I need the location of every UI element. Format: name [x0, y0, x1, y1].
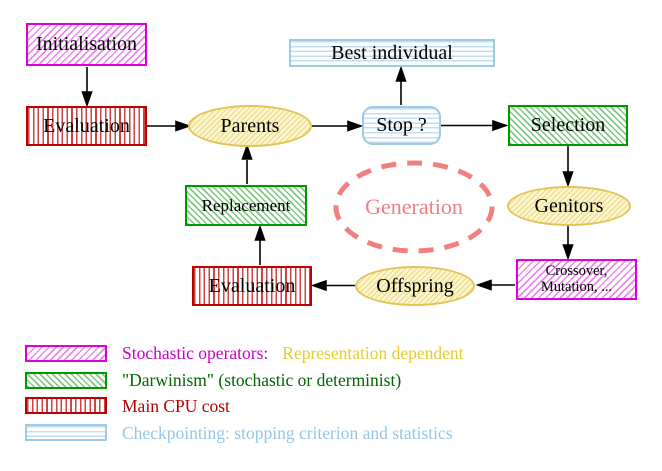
- crossover-line1: Crossover,: [545, 263, 608, 280]
- legend-swatch-stochastic-operators: [25, 345, 107, 362]
- arrow-replacement-to-parents: [241, 143, 253, 184]
- arrow-stop-to-selection: [441, 119, 509, 132]
- arrow-crossover-to-offspring: [475, 279, 515, 291]
- legend-label-darwinism: "Darwinism" (stochastic or determinist): [122, 369, 402, 390]
- node-replacement: Replacement: [185, 185, 307, 226]
- arrow-evaluation-to-parents: [147, 120, 192, 132]
- node-evaluation-top: Evaluation: [26, 106, 147, 146]
- crossover-line2: Mutation, ...: [540, 278, 613, 295]
- node-evaluation-bottom: Evaluation: [192, 266, 312, 306]
- node-genitors: Genitors: [507, 186, 631, 226]
- arrow-offspring-to-evaluation: [310, 279, 355, 292]
- legend-label-representation-dependent: Representation dependent: [282, 342, 464, 363]
- node-crossover-mutation: Crossover, Mutation, ...: [516, 259, 637, 300]
- legend-label-checkpointing: Checkpointing: stopping criterion and st…: [122, 422, 453, 443]
- node-initialisation: Initialisation: [26, 23, 147, 66]
- legend-label-main-cpu-cost: Main CPU cost: [122, 395, 230, 416]
- arrow-evaluation-to-replacement: [254, 224, 266, 265]
- legend-entry-stochastic-operators: Stochastic operators: Representation dep…: [122, 342, 464, 364]
- generation-label: Generation: [365, 194, 463, 219]
- node-stop: Stop ?: [362, 106, 441, 145]
- arrow-selection-to-genitors: [562, 146, 574, 188]
- node-selection: Selection: [508, 105, 628, 146]
- node-parents: Parents: [188, 105, 312, 147]
- arrow-genitors-to-crossover: [562, 226, 574, 261]
- arrow-initialisation-to-evaluation: [81, 67, 93, 108]
- legend-swatch-checkpointing: [25, 424, 107, 441]
- node-best-individual: Best individual: [289, 39, 495, 67]
- legend-swatch-main-cpu-cost: [25, 397, 107, 414]
- legend-label-stochastic-operators: Stochastic operators:: [122, 342, 269, 363]
- generation-dashed-ellipse: [333, 160, 495, 254]
- node-offspring: Offspring: [355, 266, 475, 306]
- arrow-parents-to-stop: [312, 120, 364, 132]
- arrow-stop-to-best-individual: [395, 65, 407, 105]
- legend-swatch-darwinism: [25, 372, 107, 389]
